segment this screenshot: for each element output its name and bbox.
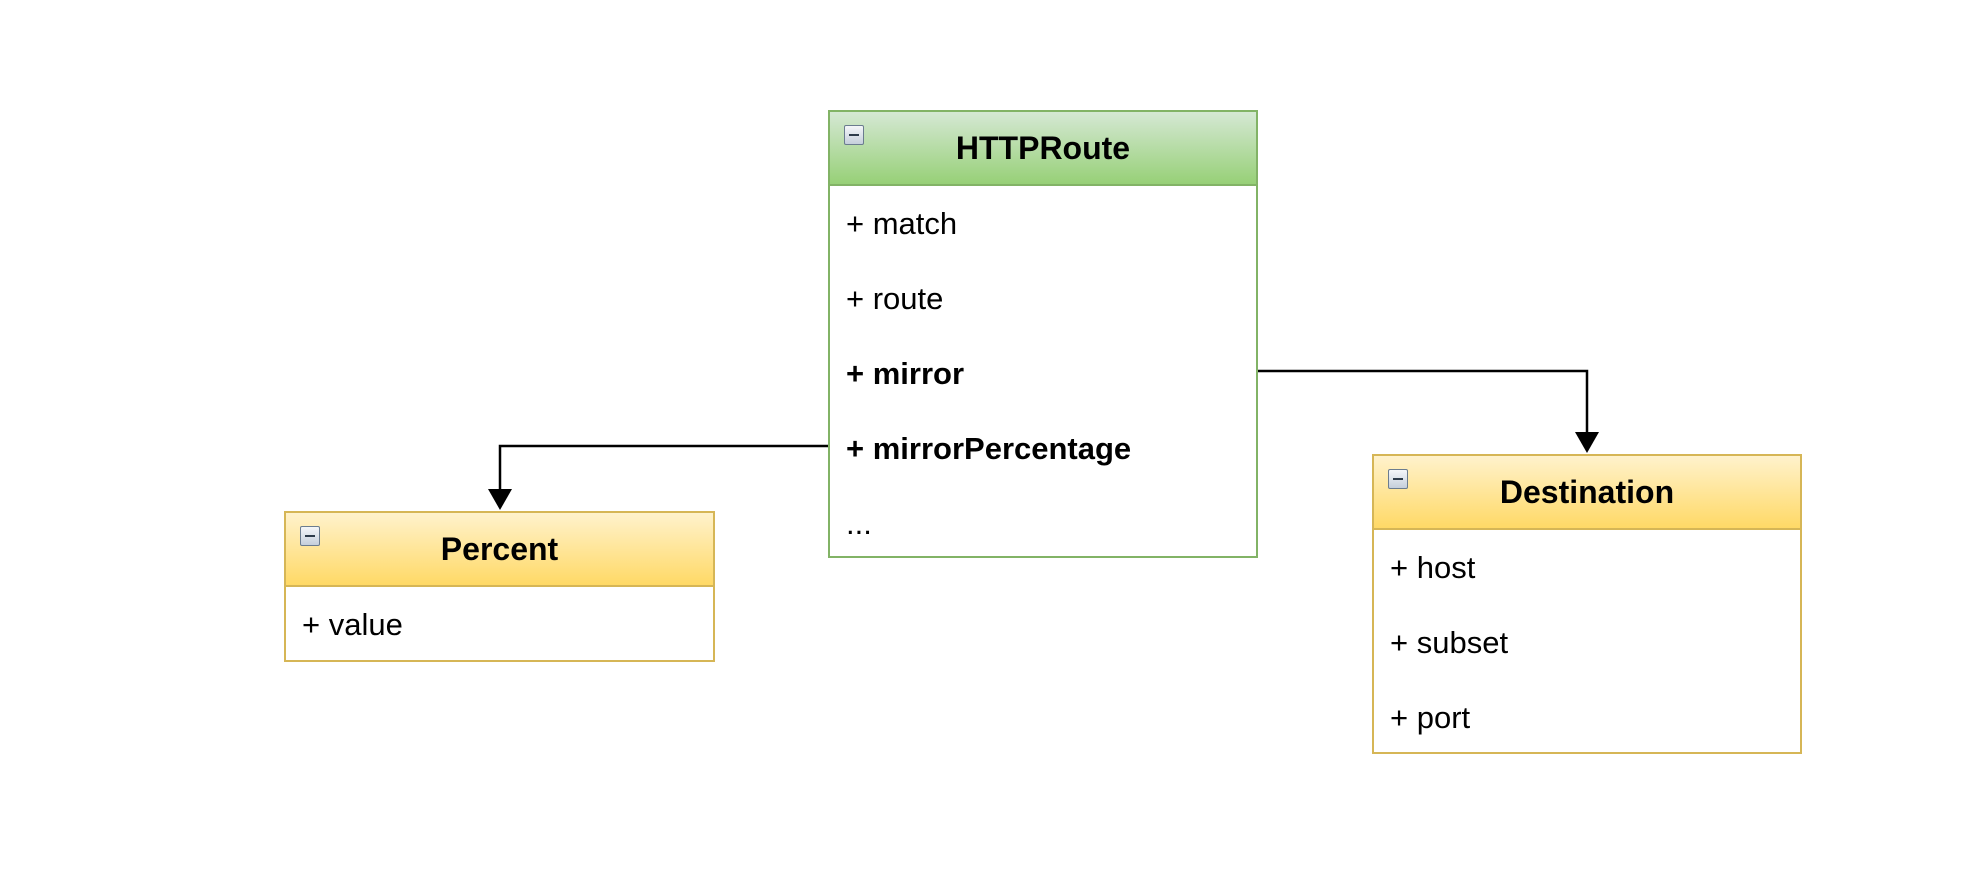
class-header-httproute[interactable]: HTTPRoute <box>830 112 1256 186</box>
attribute-mirror[interactable]: + mirror <box>846 355 965 391</box>
class-httproute[interactable]: HTTPRoute + match + route + mirror + mir… <box>828 110 1258 558</box>
collapse-icon[interactable] <box>1388 469 1408 489</box>
class-header-destination[interactable]: Destination <box>1374 456 1800 530</box>
connector-mirrorpercentage-to-percent[interactable] <box>498 444 828 494</box>
collapse-icon[interactable] <box>844 125 864 145</box>
class-name-percent: Percent <box>440 530 559 567</box>
attribute-match[interactable]: + match <box>846 205 958 241</box>
connector-mirror-to-destination[interactable] <box>1258 369 1589 437</box>
attribute-subset[interactable]: + subset <box>1390 624 1509 660</box>
attribute-port[interactable]: + port <box>1390 699 1471 735</box>
attribute-value[interactable]: + value <box>302 606 403 642</box>
class-name-destination: Destination <box>1499 473 1675 510</box>
class-percent[interactable]: Percent + value <box>284 511 715 662</box>
arrowhead-destination <box>1575 432 1599 453</box>
attribute-host[interactable]: + host <box>1390 549 1476 585</box>
collapse-icon[interactable] <box>300 526 320 546</box>
class-name-httproute: HTTPRoute <box>955 129 1131 166</box>
attribute-mirror-percentage[interactable]: + mirrorPercentage <box>846 430 1132 466</box>
attribute-route[interactable]: + route <box>846 280 944 316</box>
class-header-percent[interactable]: Percent <box>286 513 713 587</box>
attribute-ellipsis[interactable]: ... <box>846 505 872 541</box>
class-destination[interactable]: Destination + host + subset + port <box>1372 454 1802 754</box>
arrowhead-percent <box>488 489 512 510</box>
